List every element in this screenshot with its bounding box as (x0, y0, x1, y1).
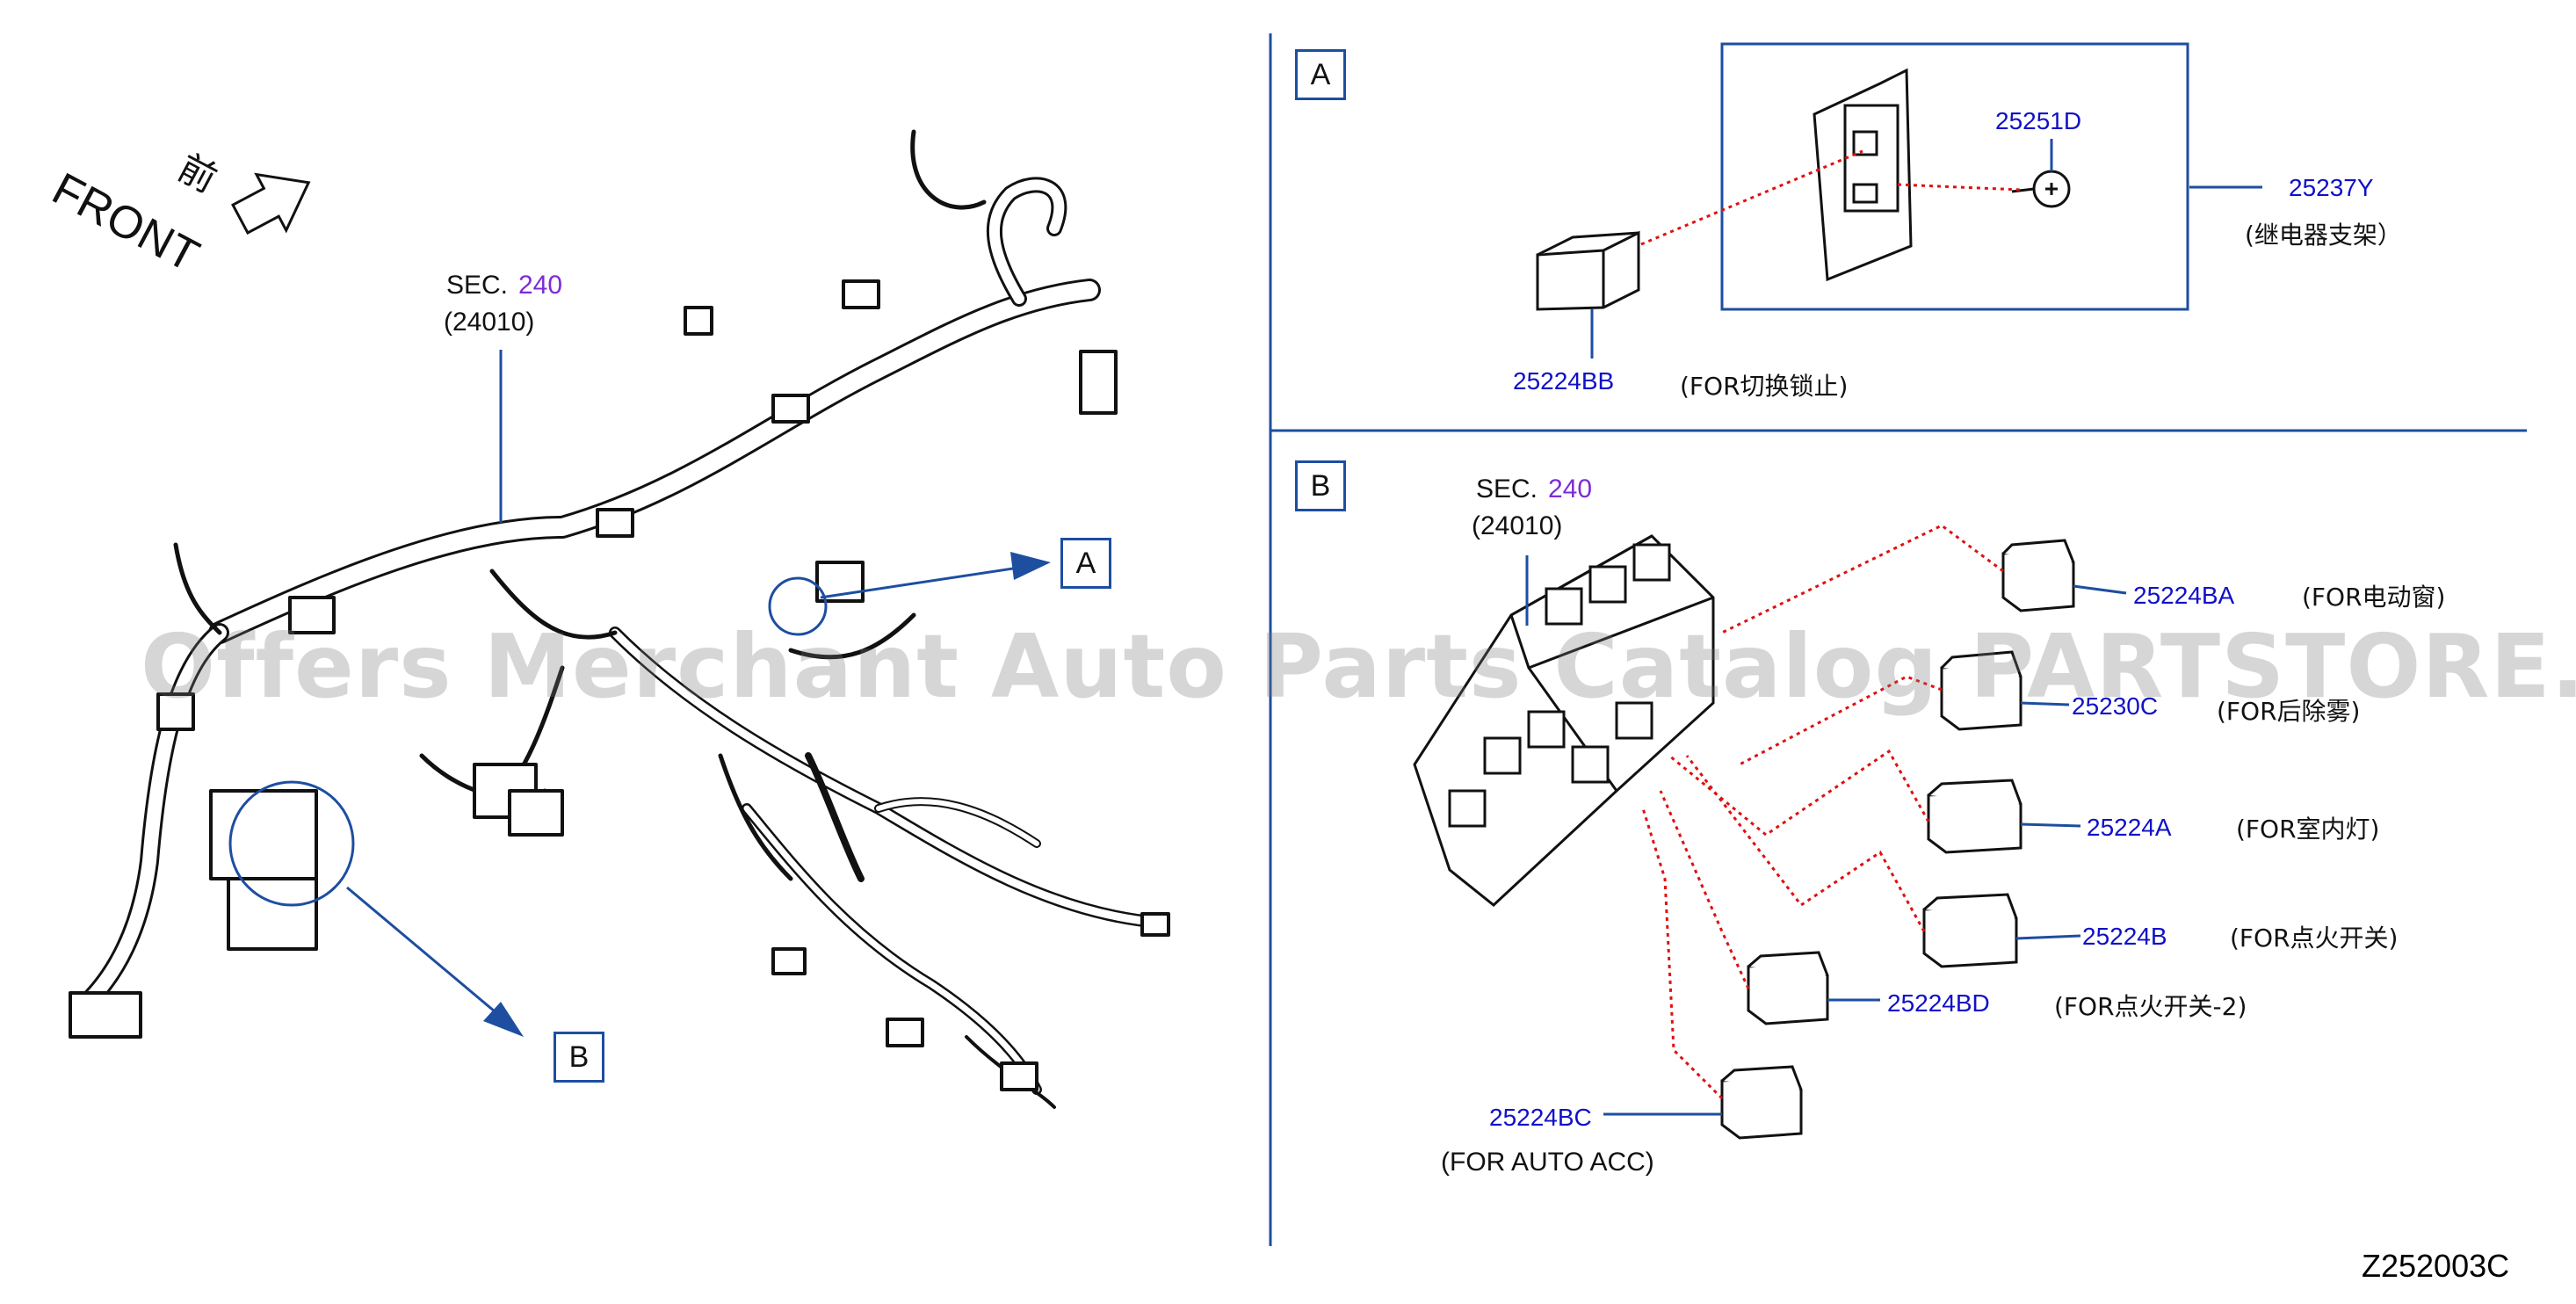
callout-leader-a (820, 562, 1043, 599)
relay-25224bc-icon (1720, 1065, 1803, 1140)
part-number-25251d: 25251D (1995, 107, 2082, 134)
relay-bc-description: (FOR AUTO ACC) (1441, 1148, 1654, 1177)
front-arrow-icon (231, 172, 311, 235)
relay-part-leaders (1603, 584, 2127, 1116)
part-number-25237y: 25237Y (2289, 174, 2374, 201)
relay-bb-description: (FOR切换锁止) (1680, 372, 1849, 401)
relay-dotted-leaders (1641, 524, 2004, 1100)
part-number-25224bc: 25224BC (1489, 1104, 1592, 1131)
relay-25230c-icon (1940, 650, 2022, 731)
fuse-block-illustration (1413, 534, 1715, 907)
callout-leader-b (346, 886, 517, 1032)
callout-b-label: B (554, 1032, 604, 1083)
callout-arrowhead-b (483, 1002, 524, 1037)
part-number-24010-fuseblock: (24010) (1472, 511, 1563, 540)
panel-b-label: B (1295, 460, 1346, 511)
relay-25224b-icon (1922, 893, 2018, 968)
sec-number-fuseblock: 240 (1548, 475, 1593, 503)
part-number-25224a: 25224A (2087, 814, 2172, 841)
main-harness-illustration (69, 129, 1170, 1109)
panel-a-label: A (1295, 49, 1346, 100)
drawing-code: Z252003C (2362, 1248, 2510, 1284)
relay-bb-dotted-leader (1640, 149, 1863, 246)
part-number-25224b: 25224B (2082, 923, 2167, 950)
callout-circle-b (228, 780, 355, 907)
relay-25224a-icon (1927, 779, 2022, 854)
relay-25224bb-icon (1536, 230, 1640, 311)
part-number-25224bd: 25224BD (1887, 989, 1990, 1017)
relay-25224ba-icon (2001, 539, 2075, 612)
relay-bracket-illustration (1813, 68, 1913, 282)
part-number-25224bb: 25224BB (1513, 367, 1615, 395)
relay-bd-description: (FOR点火开关-2) (2054, 992, 2247, 1021)
relay-ba-description: (FOR电动窗) (2302, 583, 2446, 612)
sec-number-main: 240 (518, 271, 563, 300)
part-number-25230c: 25230C (2072, 692, 2159, 720)
sec-label-main: SEC. (446, 271, 509, 300)
sec-label-fuseblock: SEC. (1476, 475, 1538, 503)
callout-a-label: A (1060, 538, 1111, 589)
bracket-detail-box (1720, 42, 2189, 311)
watermark: Offers Merchant Auto Parts Catalog PARTS… (141, 615, 2576, 718)
part-number-25224ba: 25224BA (2133, 582, 2235, 609)
part-number-24010-main: (24010) (444, 308, 535, 337)
relay-230c-description: (FOR后除雾) (2217, 697, 2361, 726)
callout-circle-a (768, 576, 828, 636)
relay-a-description: (FOR室内灯) (2236, 815, 2380, 844)
relay-b-description: (FOR点火开关) (2230, 924, 2399, 953)
screw-icon (2011, 170, 2071, 208)
callout-arrowhead-a (1010, 552, 1051, 580)
bracket-description: (继电器支架） (2245, 221, 2402, 250)
screw-dotted-leader (1897, 183, 2022, 192)
relay-25224bd-icon (1747, 951, 1829, 1025)
